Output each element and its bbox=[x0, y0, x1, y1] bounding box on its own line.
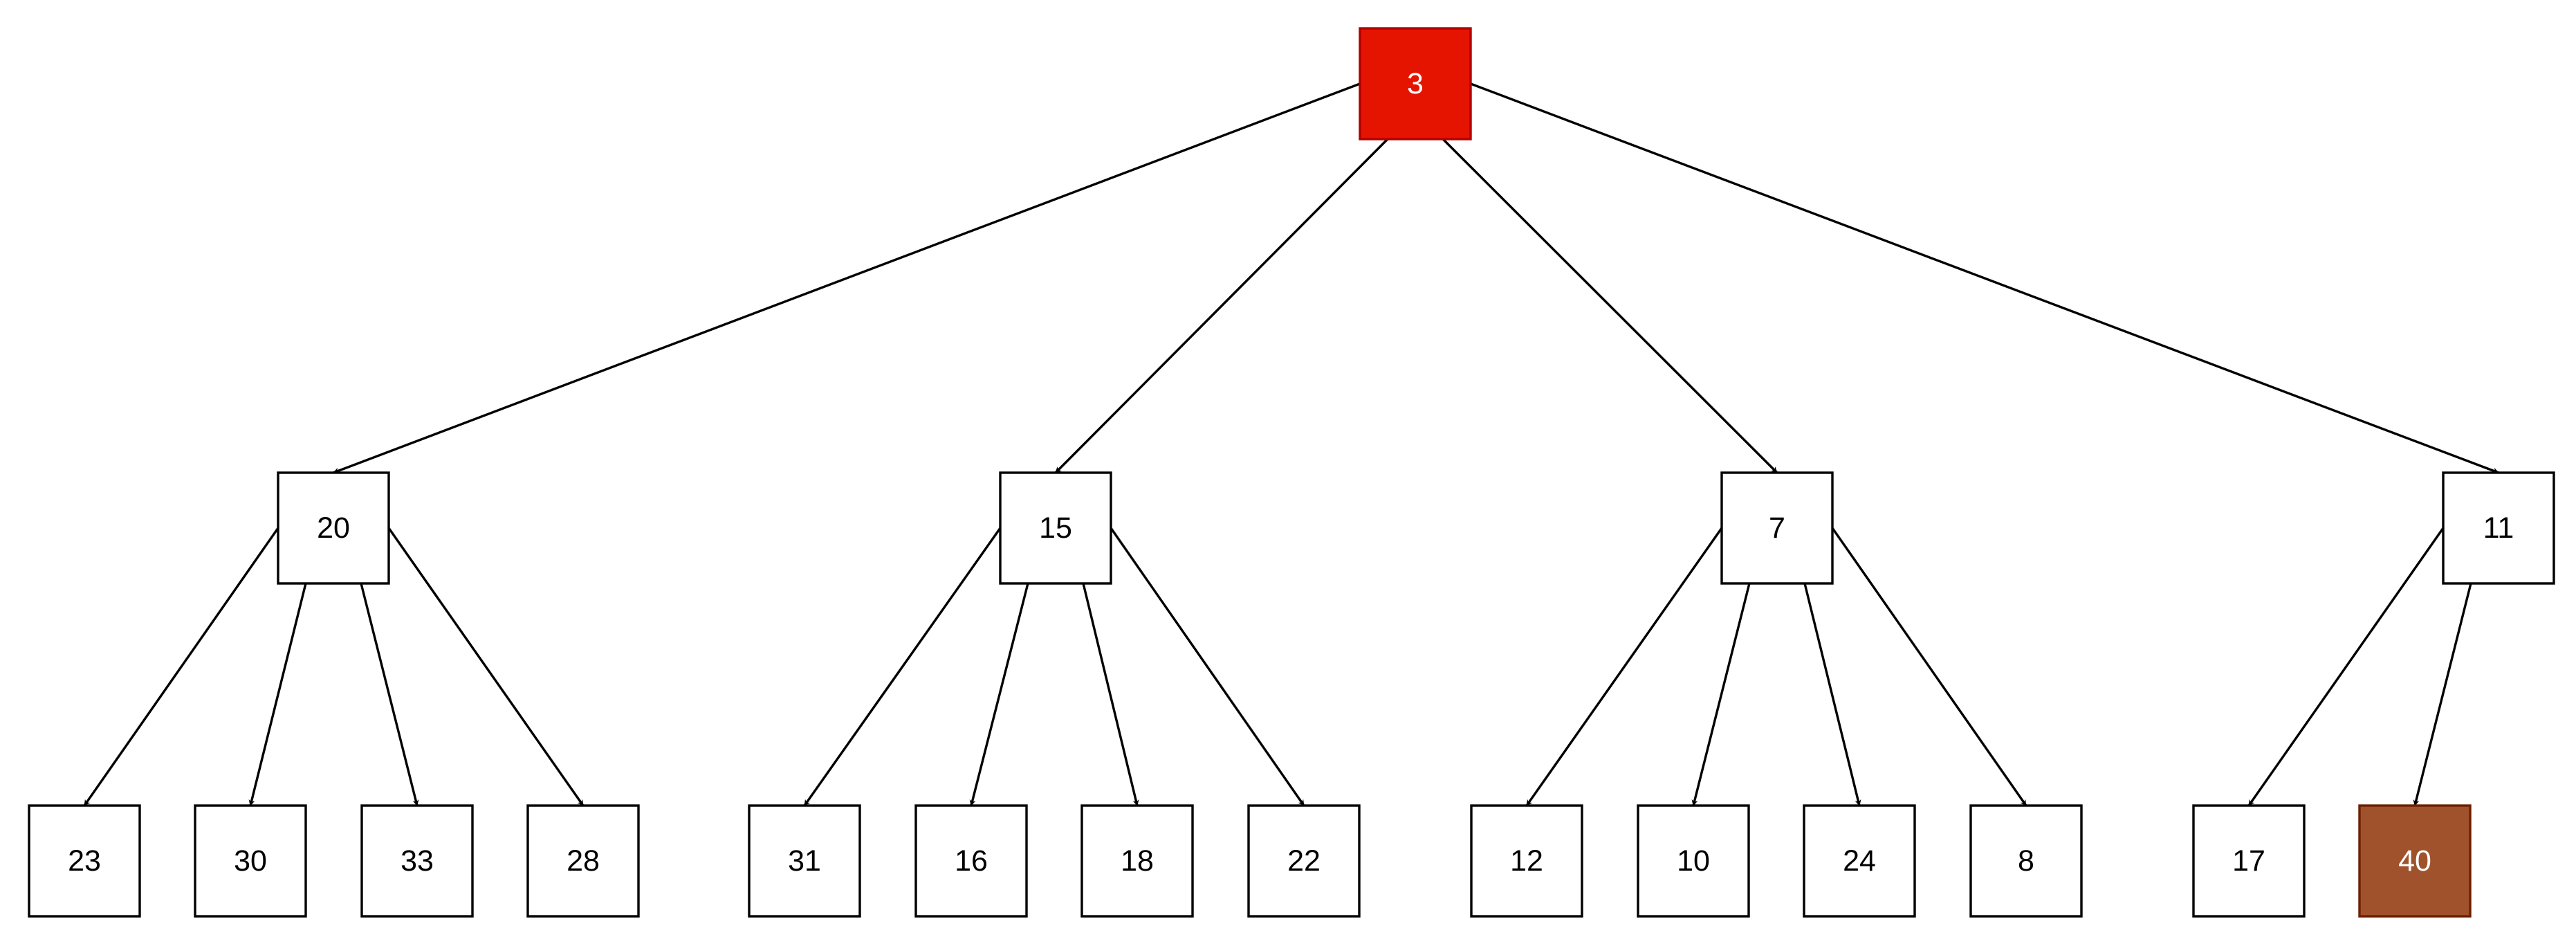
node-box-40 bbox=[2358, 804, 2472, 918]
tree-node-30: 30 bbox=[194, 804, 307, 918]
tree-node-12: 12 bbox=[1470, 804, 1583, 918]
tree-node-33: 33 bbox=[360, 804, 474, 918]
node-label-15: 15 bbox=[1039, 511, 1072, 545]
edge-n20-n30 bbox=[248, 583, 307, 806]
node-label-11: 11 bbox=[2483, 511, 2514, 545]
node-label-30: 30 bbox=[234, 844, 267, 878]
node-label-16: 16 bbox=[955, 844, 988, 878]
edge-n3-n11 bbox=[1470, 82, 2499, 474]
node-box-33 bbox=[360, 804, 474, 918]
edge-n15-n31 bbox=[803, 527, 1002, 806]
node-box-31 bbox=[748, 804, 861, 918]
edge-n3-n15 bbox=[1054, 138, 1389, 474]
node-label-20: 20 bbox=[317, 511, 350, 545]
node-box-20 bbox=[277, 471, 390, 585]
node-box-16 bbox=[914, 804, 1028, 918]
node-label-23: 23 bbox=[68, 844, 101, 878]
edge-n7-n24 bbox=[1803, 583, 1861, 806]
tree-node-31: 31 bbox=[748, 804, 861, 918]
node-box-24 bbox=[1803, 804, 1916, 918]
node-label-22: 22 bbox=[1287, 844, 1321, 878]
node-label-31: 31 bbox=[788, 844, 821, 878]
node-box-18 bbox=[1080, 804, 1194, 918]
node-label-17: 17 bbox=[2232, 844, 2265, 878]
node-box-12 bbox=[1470, 804, 1583, 918]
node-box-17 bbox=[2192, 804, 2306, 918]
tree-node-24: 24 bbox=[1803, 804, 1916, 918]
edge-n3-n20 bbox=[333, 82, 1361, 474]
node-label-3: 3 bbox=[1407, 67, 1424, 100]
tree-node-10: 10 bbox=[1637, 804, 1750, 918]
tree-node-8: 8 bbox=[1969, 804, 2083, 918]
node-label-40: 40 bbox=[2398, 844, 2431, 878]
edges-layer bbox=[83, 82, 2499, 806]
tree-node-18: 18 bbox=[1080, 804, 1194, 918]
node-box-11 bbox=[2442, 471, 2555, 585]
node-box-10 bbox=[1637, 804, 1750, 918]
edge-n15-n18 bbox=[1082, 583, 1139, 806]
tree-node-15: 15 bbox=[999, 471, 1112, 585]
edge-n15-n22 bbox=[1110, 527, 1305, 806]
tree-node-23: 23 bbox=[28, 804, 141, 918]
node-label-12: 12 bbox=[1510, 844, 1543, 878]
edge-n20-n28 bbox=[387, 527, 585, 806]
edge-n20-n33 bbox=[360, 583, 419, 806]
tree-node-11: 11 bbox=[2442, 471, 2555, 585]
node-box-3 bbox=[1359, 27, 1472, 140]
tree-node-20: 20 bbox=[277, 471, 390, 585]
tree-node-7: 7 bbox=[1720, 471, 1834, 585]
node-box-22 bbox=[1247, 804, 1361, 918]
tree-node-28: 28 bbox=[526, 804, 640, 918]
node-label-7: 7 bbox=[1769, 511, 1785, 545]
tree-node-17: 17 bbox=[2192, 804, 2306, 918]
edge-n7-n8 bbox=[1831, 527, 2027, 806]
node-label-24: 24 bbox=[1843, 844, 1876, 878]
tree-node-16: 16 bbox=[914, 804, 1028, 918]
edge-n3-n7 bbox=[1442, 138, 1778, 474]
node-label-18: 18 bbox=[1121, 844, 1154, 878]
edge-n20-n23 bbox=[83, 527, 279, 806]
node-label-10: 10 bbox=[1677, 844, 1710, 878]
edge-n15-n16 bbox=[969, 583, 1029, 806]
node-box-28 bbox=[526, 804, 640, 918]
tree-node-3: 3 bbox=[1359, 27, 1472, 140]
node-box-15 bbox=[999, 471, 1112, 585]
nodes-layer: 3 20 15 7 11 23 30 33 28 31 16 18 22 12 10 24 8 17 40 bbox=[28, 27, 2555, 918]
node-box-8 bbox=[1969, 804, 2083, 918]
node-box-7 bbox=[1720, 471, 1834, 585]
edge-n7-n12 bbox=[1525, 527, 1723, 806]
node-box-23 bbox=[28, 804, 141, 918]
edge-n7-n10 bbox=[1691, 583, 1751, 806]
node-label-28: 28 bbox=[567, 844, 600, 878]
node-label-33: 33 bbox=[401, 844, 434, 878]
edge-n11-n17 bbox=[2247, 527, 2445, 806]
node-label-8: 8 bbox=[2018, 844, 2034, 878]
node-box-30 bbox=[194, 804, 307, 918]
edge-n11-n40 bbox=[2413, 583, 2472, 806]
tree-node-40: 40 bbox=[2358, 804, 2472, 918]
tree-node-22: 22 bbox=[1247, 804, 1361, 918]
